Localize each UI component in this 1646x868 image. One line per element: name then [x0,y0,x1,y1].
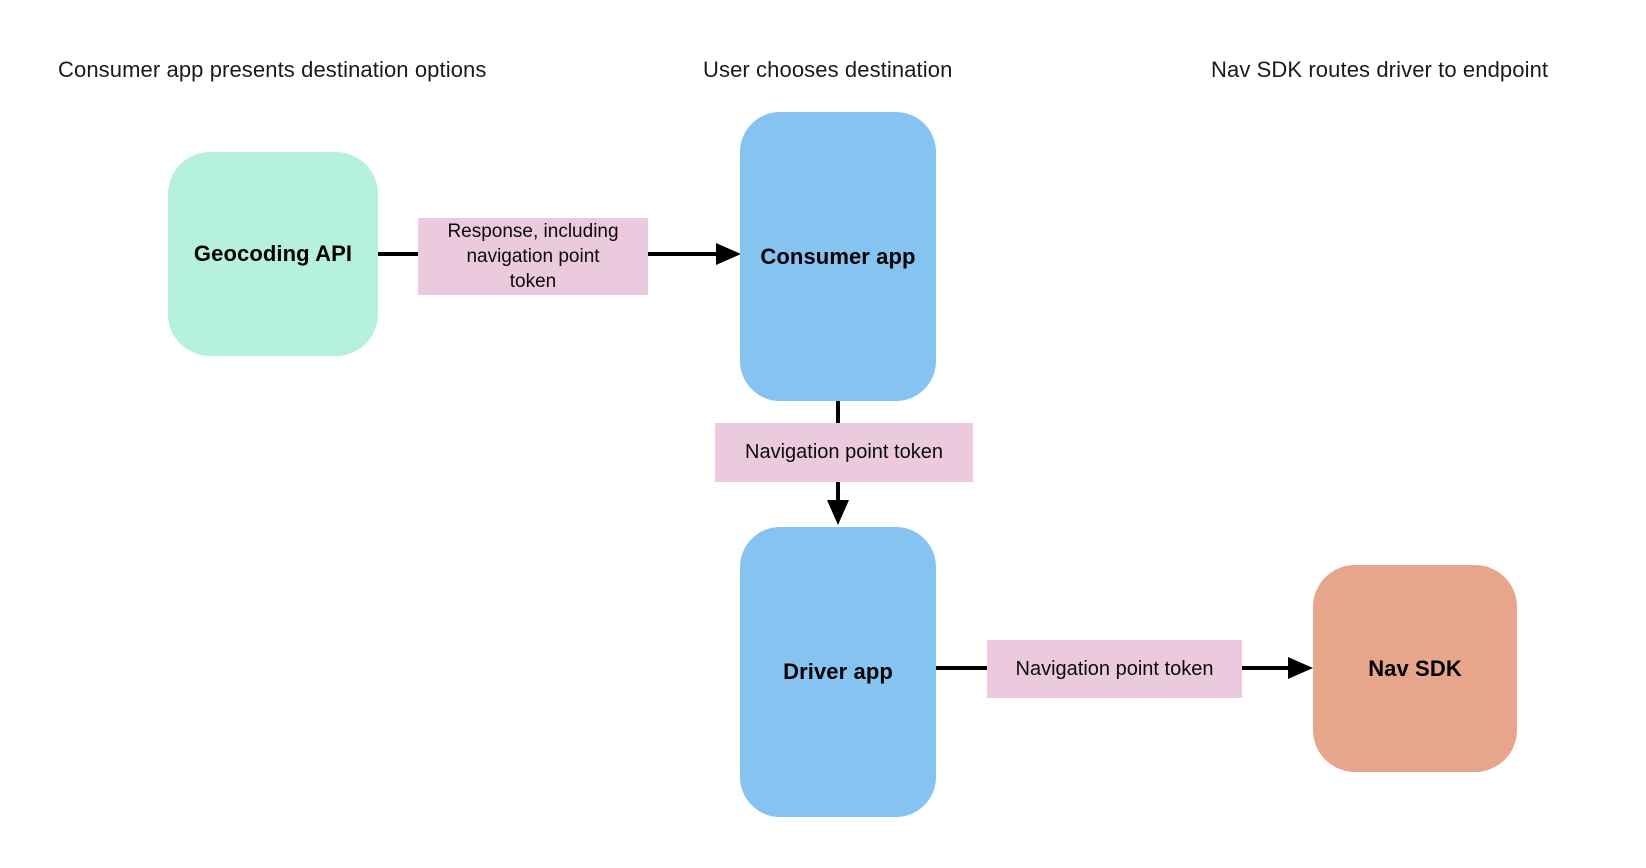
node-driver-app: Driver app [740,527,936,817]
edge-label-navigation-point-token-vertical: Navigation point token [715,423,973,482]
arrowhead-down-icon [827,500,849,525]
column-header-nav-sdk-routes: Nav SDK routes driver to endpoint [1211,57,1549,82]
node-nav-sdk-label: Nav SDK [1368,655,1462,681]
edge-label-navigation-point-token-horizontal: Navigation point token [987,640,1242,698]
arrowhead-right-icon [1288,657,1313,679]
column-header-user-chooses: User chooses destination [703,57,953,82]
arrowhead-right-icon [716,243,741,265]
node-geocoding-api: Geocoding API [168,152,378,356]
column-header-consumer-presents: Consumer app presents destination option… [58,57,487,82]
edge-label-response-including-token: Response, including navigation point tok… [418,218,648,295]
node-consumer-app-label: Consumer app [760,243,916,269]
node-consumer-app: Consumer app [740,112,936,401]
node-driver-app-label: Driver app [783,659,893,684]
node-nav-sdk: Nav SDK [1313,565,1517,772]
node-geocoding-api-label: Geocoding API [193,241,353,266]
